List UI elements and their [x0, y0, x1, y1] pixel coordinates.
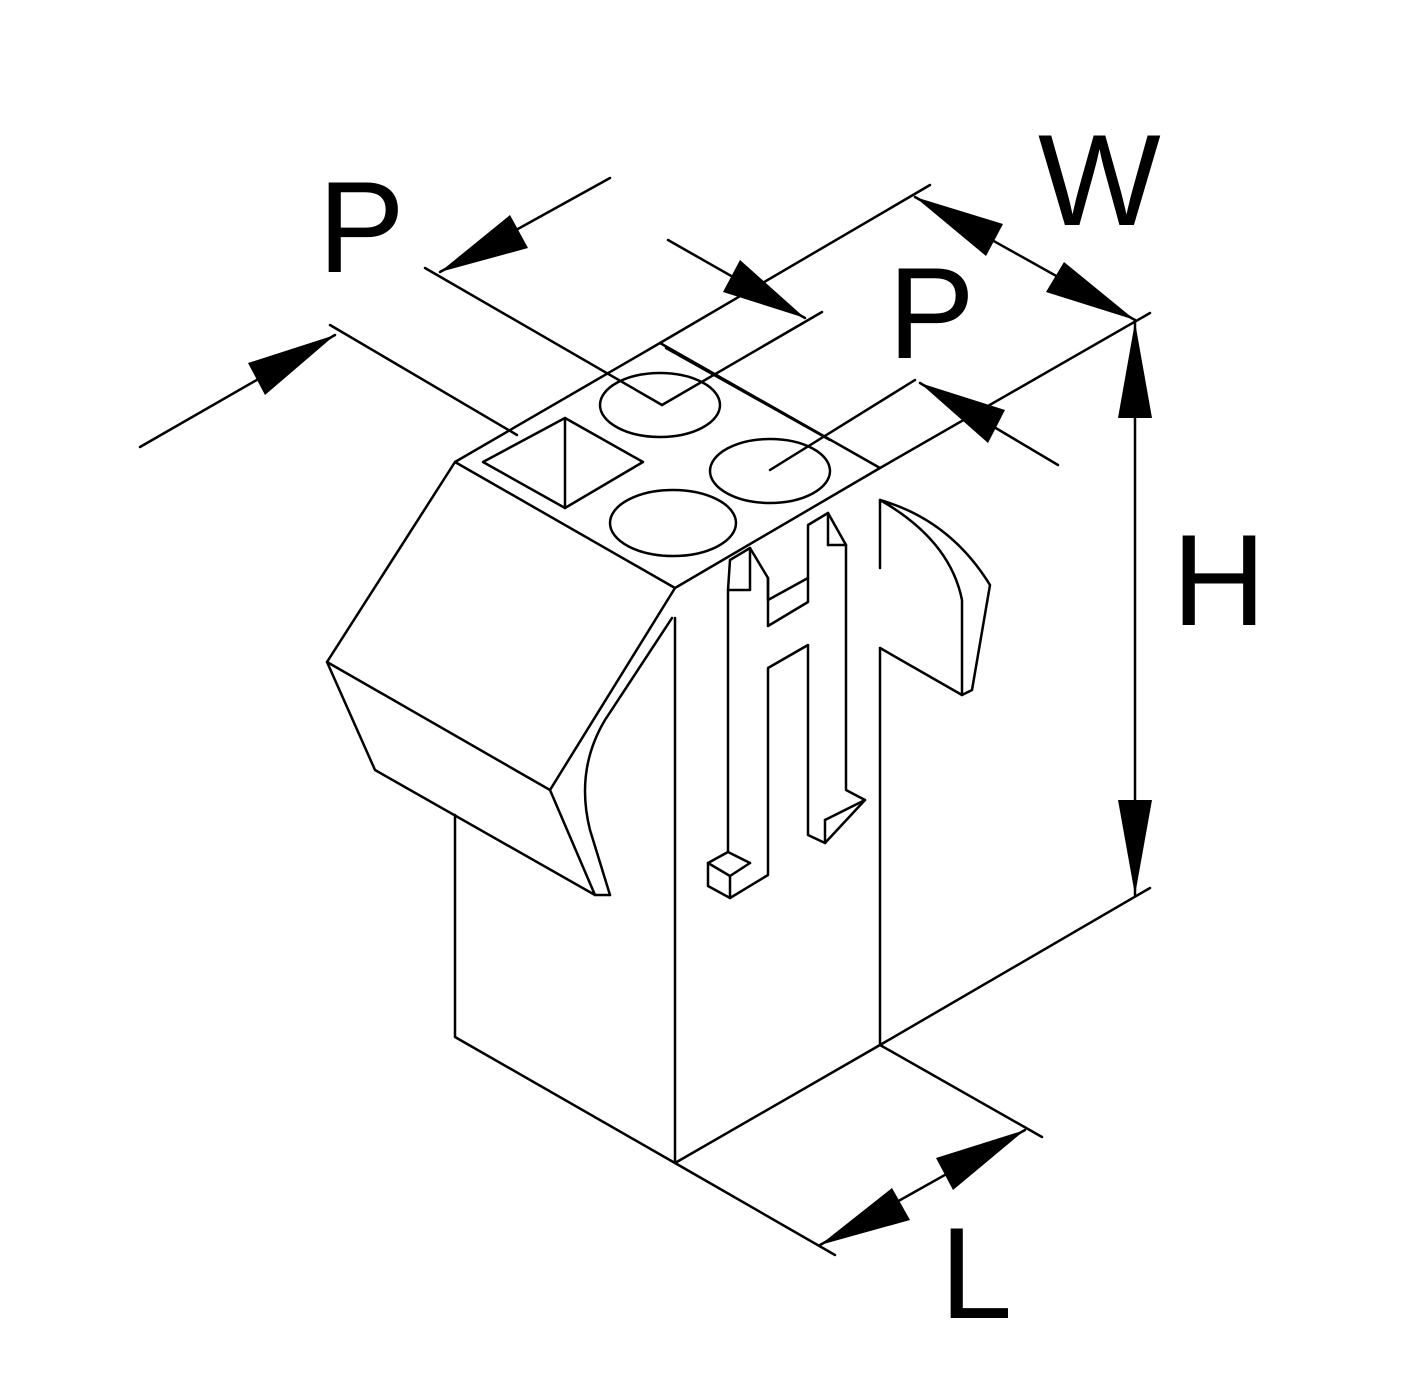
label-p-left: P: [318, 154, 405, 300]
body: [453, 498, 882, 1165]
dimension-l: L: [818, 1128, 1027, 1346]
label-p-right: P: [888, 240, 975, 386]
square-cavity: [481, 416, 645, 510]
right-latch: [878, 498, 992, 697]
label-w: W: [1038, 107, 1161, 253]
dimension-h: H: [1118, 318, 1266, 897]
dimension-p-left: P: [138, 154, 807, 449]
round-cavity: [598, 371, 722, 439]
lock-slot: [706, 511, 867, 900]
extension-lines: [328, 183, 1152, 1257]
dimension-p-right: P: [888, 240, 1060, 467]
label-l: L: [940, 1200, 1012, 1346]
top-face: [453, 341, 882, 590]
round-cavity: [708, 437, 832, 505]
left-latch: [325, 460, 677, 897]
label-h: H: [1172, 507, 1266, 653]
round-cavity: [608, 488, 738, 558]
dimension-w: W: [913, 107, 1161, 322]
